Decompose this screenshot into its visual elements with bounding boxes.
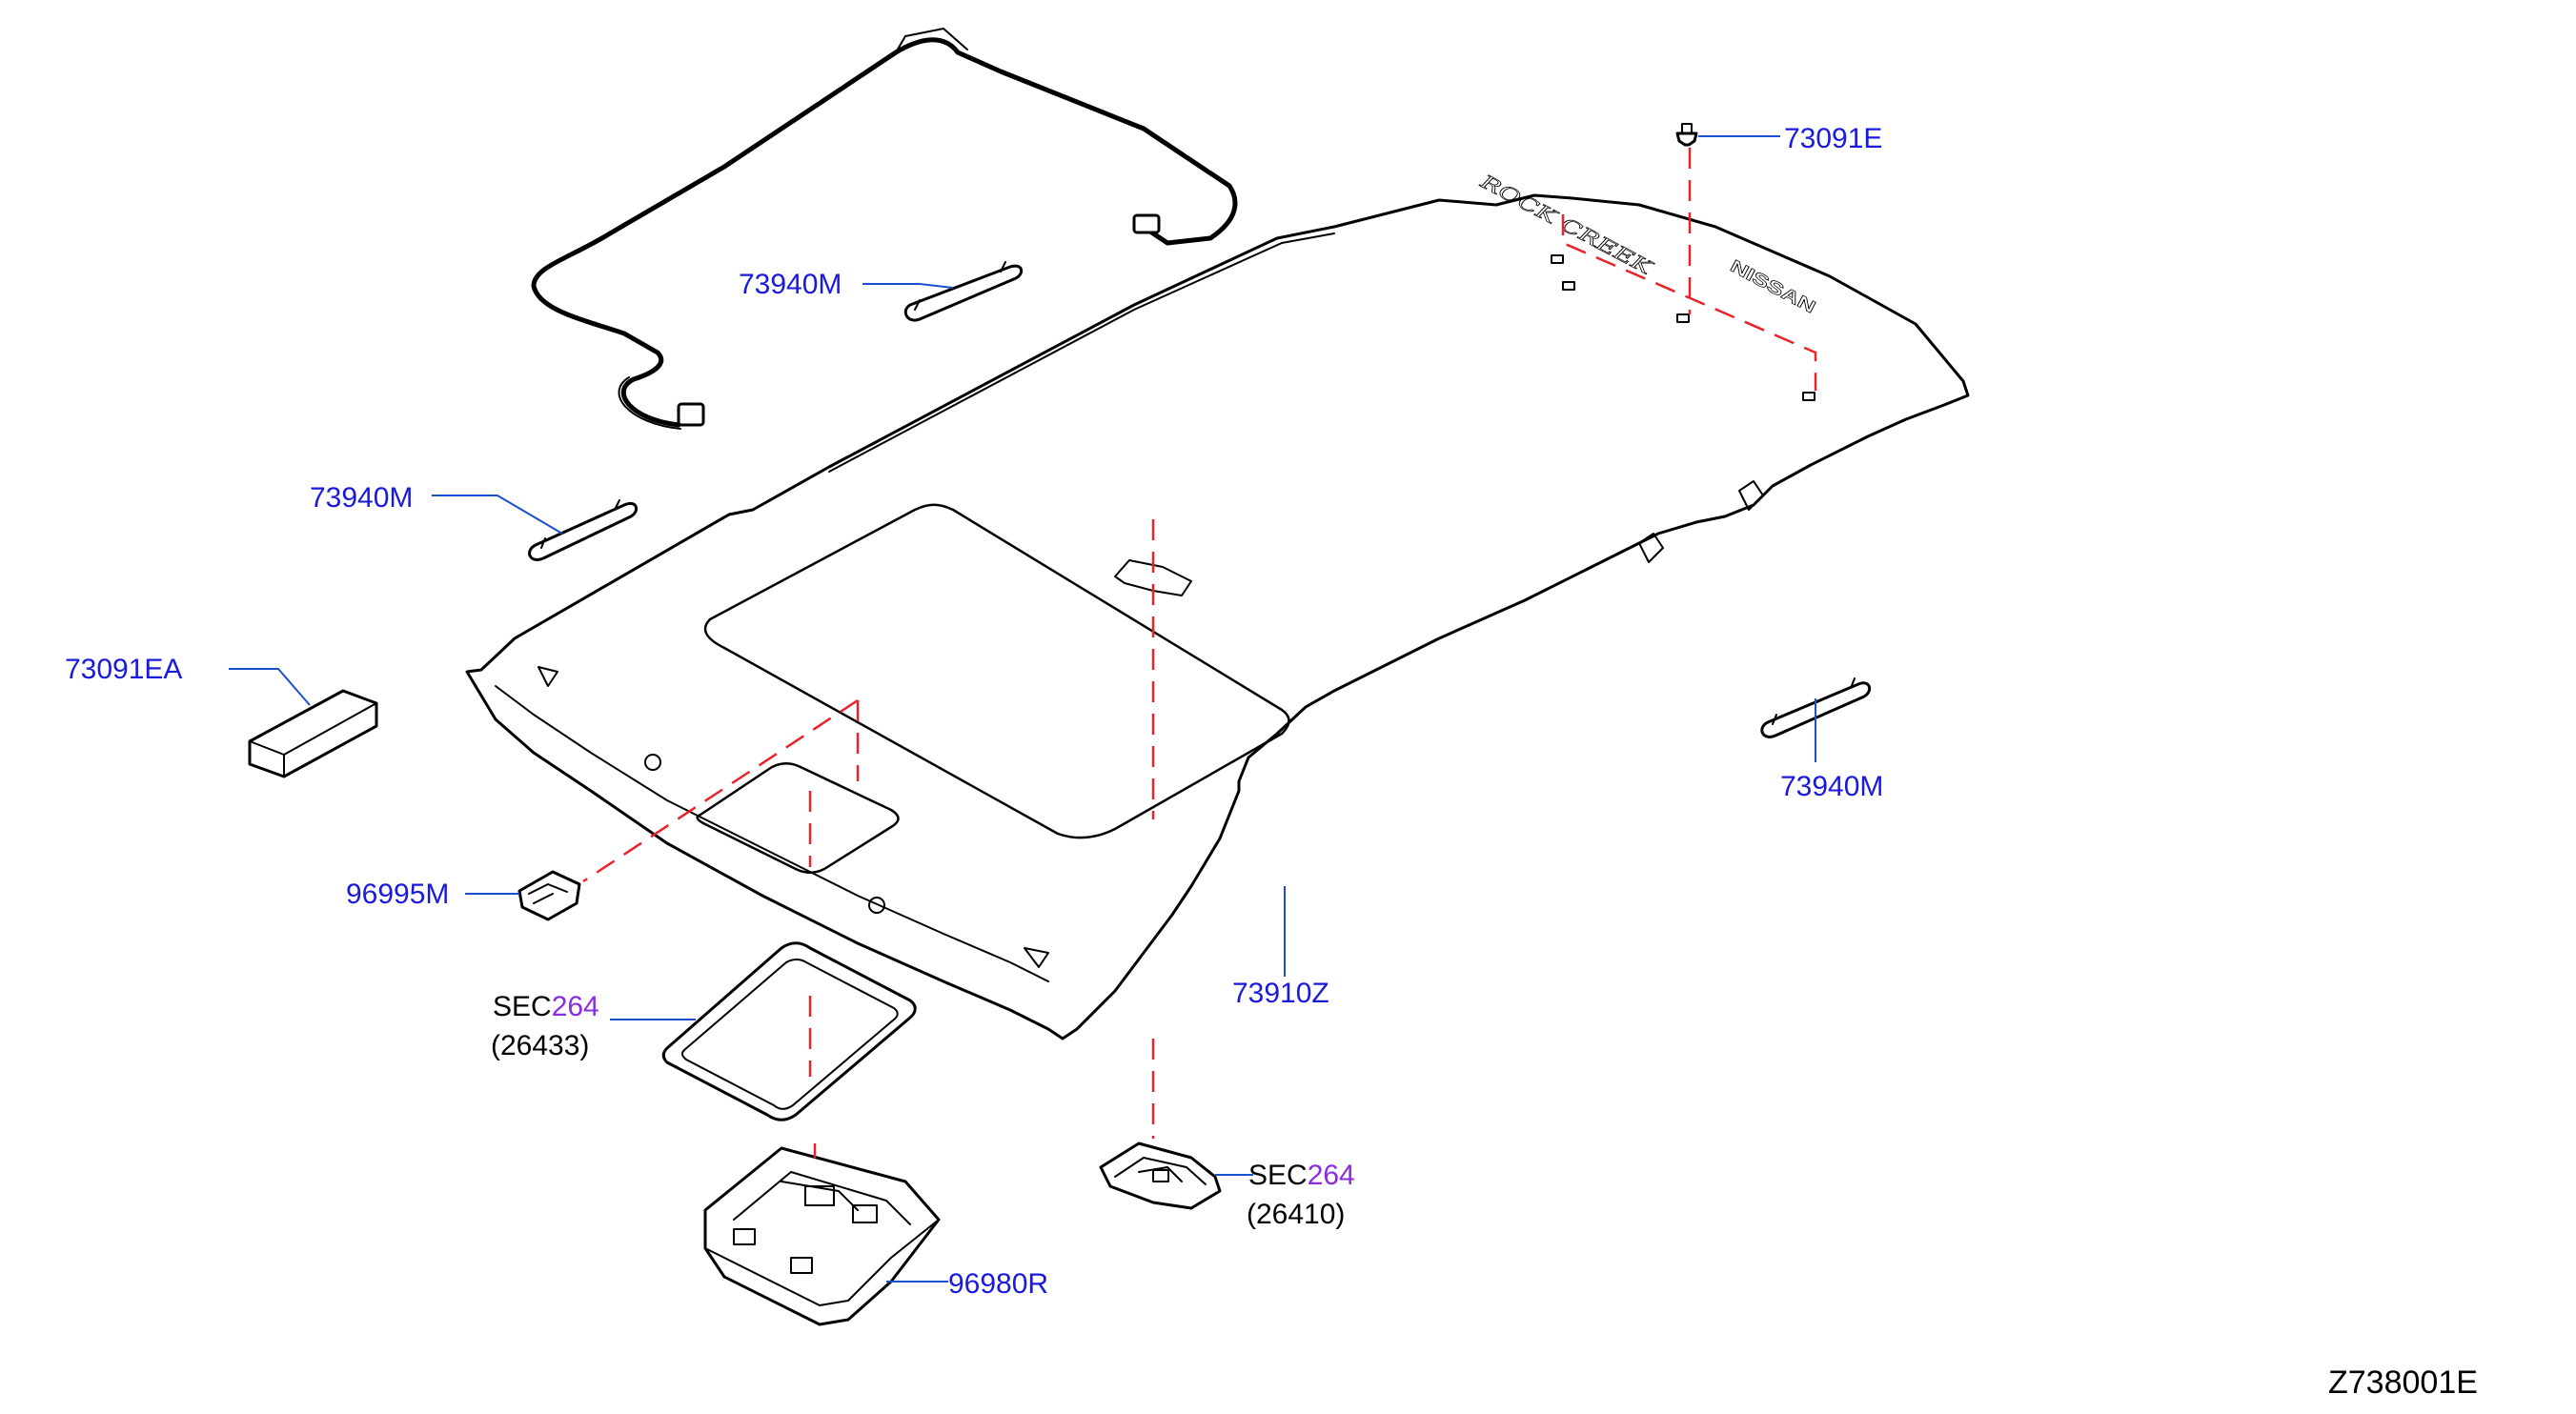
part-label-73091EA[interactable]: 73091EA [65, 654, 182, 685]
part-label-73940M-top[interactable]: 73940M [739, 269, 842, 300]
bracket-96995M[interactable] [517, 870, 581, 921]
lamp-frame-26433[interactable] [661, 941, 917, 1121]
section-ref-frame-number: 264 [552, 991, 599, 1022]
pad-73091EA[interactable] [248, 689, 378, 778]
part-label-73940M-right[interactable]: 73940M [1780, 771, 1883, 802]
part-label-96995M[interactable]: 96995M [346, 879, 449, 910]
part-label-73910Z[interactable]: 73910Z [1232, 978, 1329, 1009]
section-ref-frame[interactable]: SEC264 [493, 991, 599, 1022]
harness-connector-rear [1132, 213, 1161, 234]
section-ref-lamp-part: (26410) [1247, 1199, 1345, 1230]
clip-73091E[interactable] [1675, 123, 1698, 147]
roof-wire-harness[interactable] [531, 28, 1238, 430]
assist-grip-73940M-left[interactable] [528, 499, 639, 561]
leader-lines [229, 135, 1816, 1283]
harness-connector-front [677, 402, 705, 427]
part-label-73091E[interactable]: 73091E [1784, 123, 1882, 154]
alignment-lines [582, 148, 1817, 1158]
section-ref-frame-part: (26433) [491, 1030, 589, 1061]
section-ref-lamp-prefix: SEC [1248, 1160, 1308, 1191]
part-label-73940M-left[interactable]: 73940M [310, 482, 413, 514]
section-ref-lamp-number: 264 [1308, 1160, 1355, 1191]
part-label-96980R[interactable]: 96980R [948, 1268, 1048, 1300]
section-ref-frame-prefix: SEC [493, 991, 552, 1022]
section-ref-lamp[interactable]: SEC264 [1248, 1160, 1355, 1191]
room-lamp-26410[interactable] [1099, 1141, 1222, 1210]
overhead-console-96980R[interactable] [703, 1146, 941, 1326]
assist-grip-73940M-top[interactable] [903, 261, 1024, 322]
headliner-73910Z[interactable]: ROCK CREEK NISSAN [465, 170, 1970, 1040]
drawing-code: Z738001E [2328, 1364, 2478, 1401]
